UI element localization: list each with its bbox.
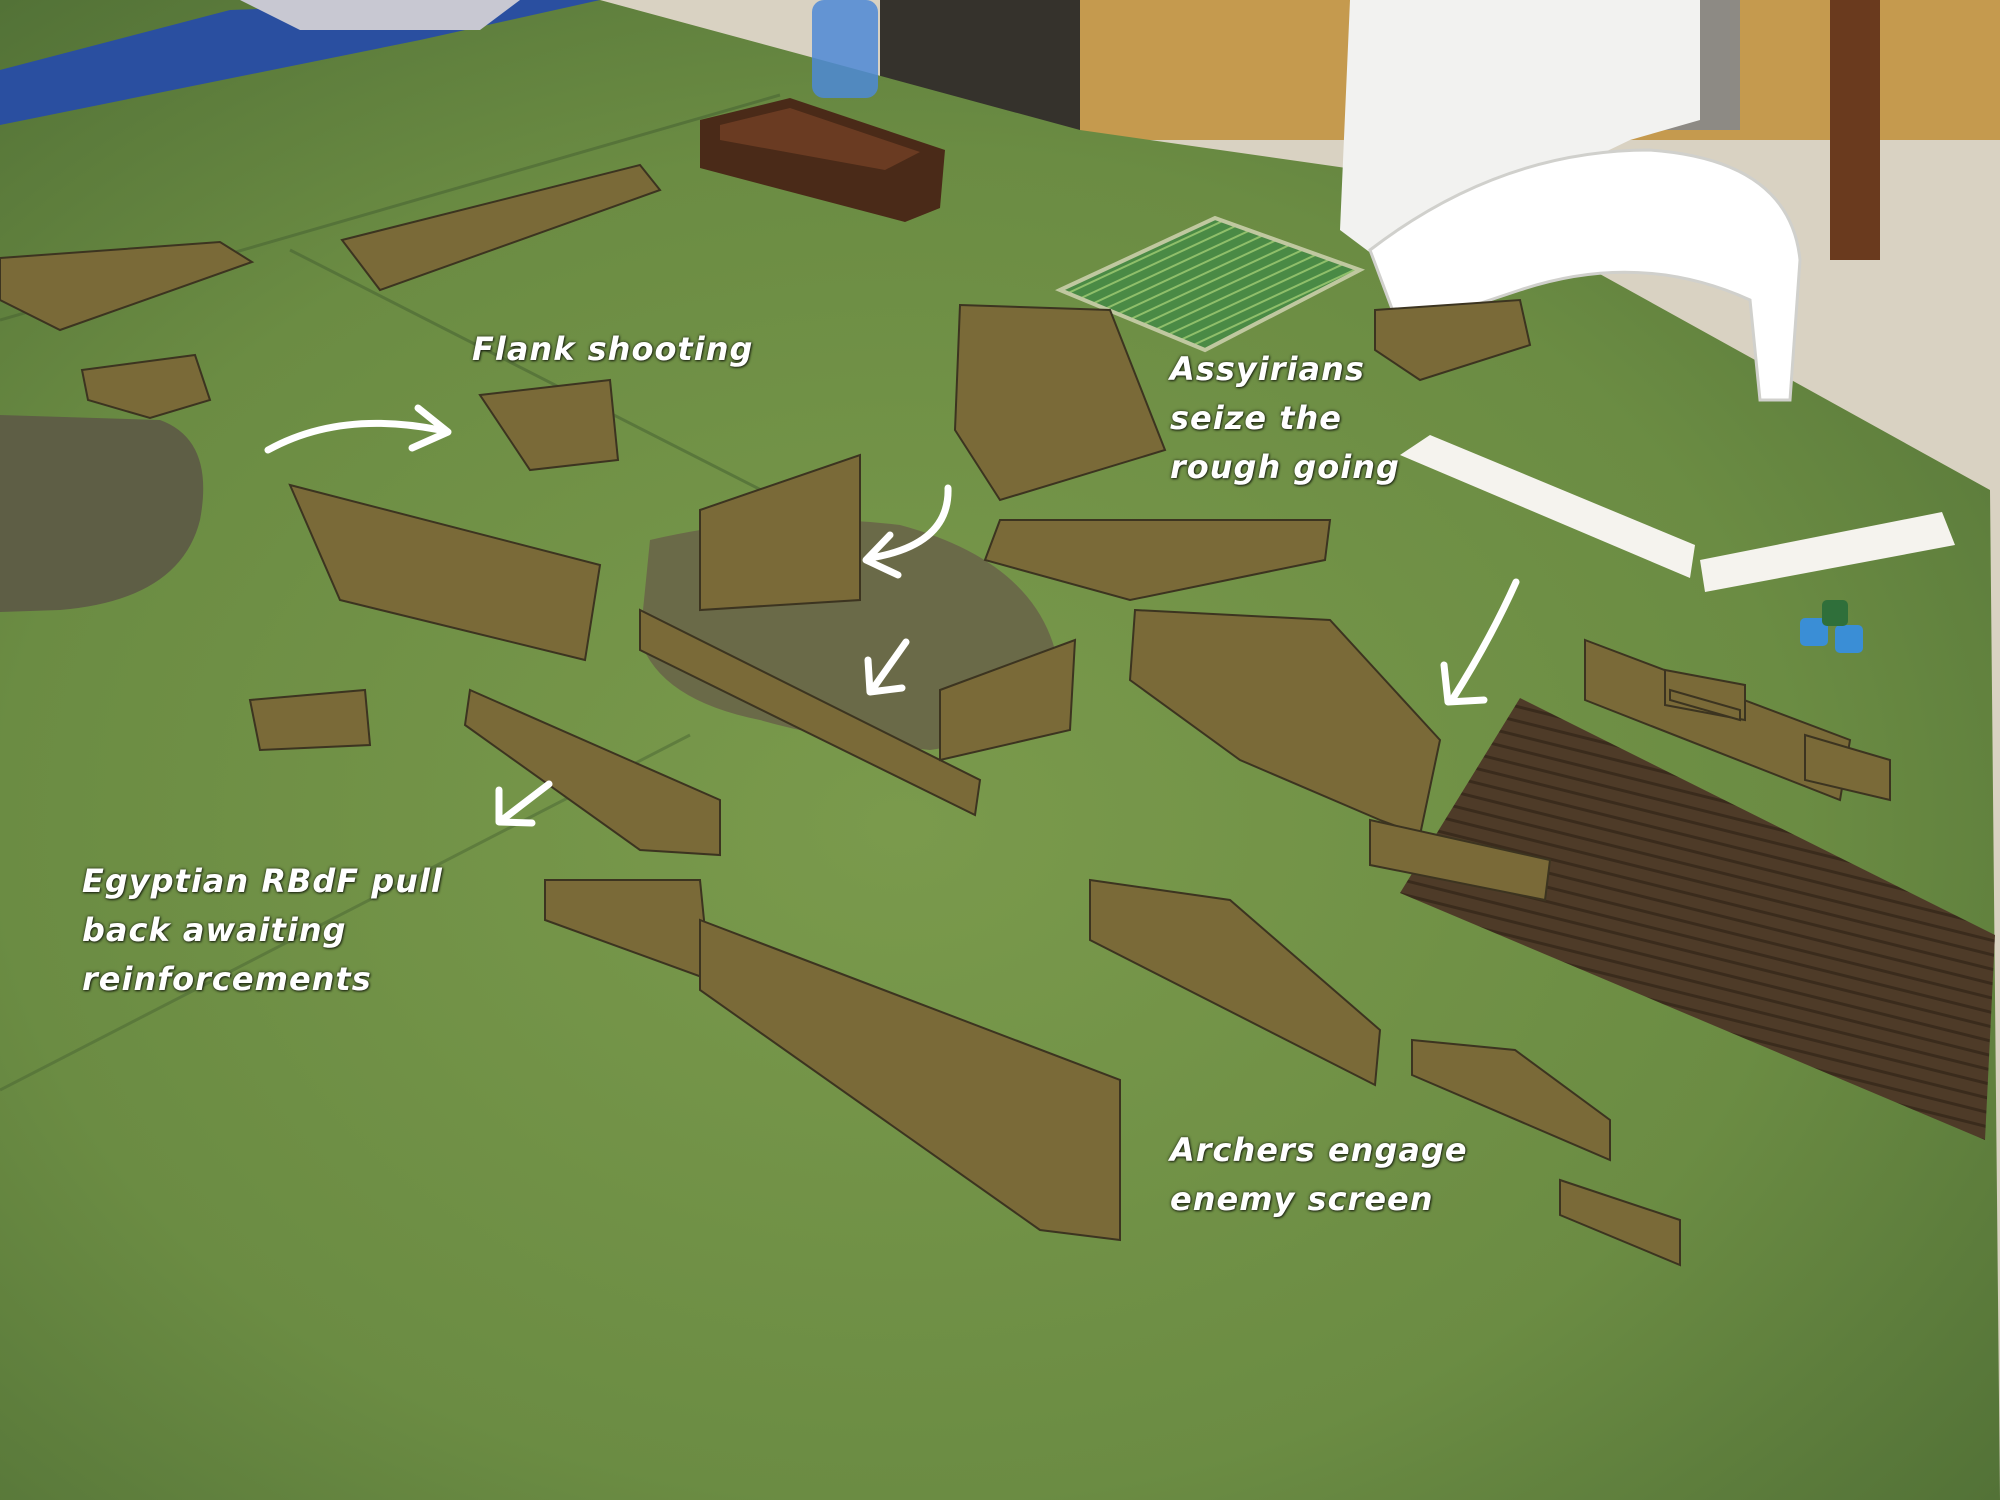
advance-arrow-icon: [864, 656, 906, 696]
paper-sheet: [240, 0, 520, 30]
assyrian-arrow-icon: [1440, 661, 1488, 706]
pullback-arrow-icon: [498, 780, 553, 824]
caption-line: Egyptian RBdF pull: [82, 862, 443, 900]
quick-reference-card-2: [1700, 512, 1955, 592]
caption-line: seize the: [1170, 399, 1342, 437]
water-bottle: [812, 0, 878, 98]
rough-terrain-left: [0, 415, 204, 612]
descend-arrow-icon: [866, 484, 952, 562]
die-icon: [1822, 600, 1848, 626]
caption-line: reinforcements: [82, 960, 372, 998]
wooden-box-inner: [720, 108, 920, 170]
caption-line: Assyirians: [1170, 350, 1365, 388]
descend-arrow-icon: [862, 531, 902, 579]
caption-line: Archers engage: [1170, 1131, 1468, 1169]
flank-arrow-icon: [264, 419, 444, 454]
caption-line: back awaiting: [82, 911, 347, 949]
caption-line: enemy screen: [1170, 1180, 1434, 1218]
quick-reference-card: [1400, 435, 1695, 578]
caption-flank-shooting: Flank shooting: [472, 325, 753, 374]
crop-field: [1055, 215, 1366, 353]
caption-line: Flank shooting: [472, 330, 754, 368]
die-icon: [1835, 625, 1863, 653]
flank-arrow-icon: [408, 404, 452, 452]
caption-archers: Archers engage enemy screen: [1170, 1126, 1468, 1224]
die-icon: [1800, 618, 1828, 646]
caption-egyptian-pullback: Egyptian RBdF pull back awaiting reinfor…: [82, 857, 443, 1004]
door-frame: [1830, 0, 1880, 260]
miniature-units: [0, 163, 1891, 1267]
caption-line: rough going: [1170, 448, 1400, 486]
assyrian-arrow-icon: [1448, 578, 1520, 704]
advance-arrow-icon: [868, 638, 910, 694]
white-chair-back: [1340, 0, 1700, 260]
white-chair-front: [1368, 148, 1802, 402]
caption-assyrians: Assyirians seize the rough going: [1170, 345, 1400, 492]
pullback-arrow-icon: [495, 786, 536, 827]
plough-field: [1400, 698, 1995, 1140]
board-seam: [289, 248, 821, 522]
river-terrain: [0, 0, 600, 125]
